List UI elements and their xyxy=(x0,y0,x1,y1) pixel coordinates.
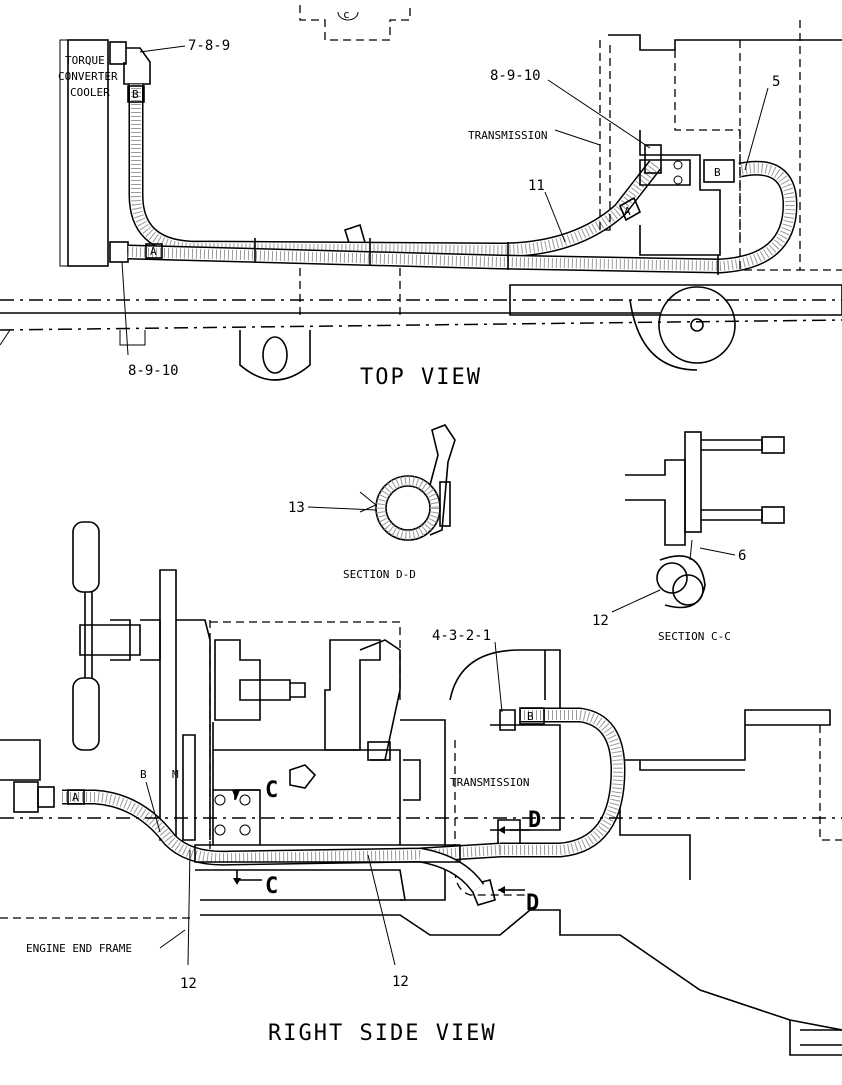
port-tag-b-trans: B xyxy=(714,166,721,179)
callout-6: 6 xyxy=(738,548,746,564)
side-frame-channel xyxy=(194,844,461,863)
engine-block xyxy=(209,620,446,901)
transmission-label-top: TRANSMISSION xyxy=(468,129,547,142)
cooler-upper-fitting xyxy=(109,41,127,65)
hose-clamps xyxy=(254,238,719,275)
top-view-title: TOP VIEW xyxy=(360,365,482,390)
port-tag-a-trans: A xyxy=(624,205,631,218)
transmission-label-side: TRANSMISSION xyxy=(450,776,529,789)
right-side-view: A B B M C C D D 4 xyxy=(0,521,842,1056)
hose-right-side xyxy=(62,707,626,893)
fan xyxy=(72,521,161,751)
port-tag-a-side: A xyxy=(72,791,79,804)
section-markers xyxy=(232,789,530,894)
engine-end-frame-label: ENGINE END FRAME xyxy=(26,942,132,955)
section-mark-d-top: D xyxy=(528,808,541,833)
transmission-top: B A xyxy=(599,20,842,271)
section-d-d: 13 SECTION D-D xyxy=(288,424,456,581)
section-dd-clip xyxy=(429,424,456,536)
port-tag-a-cooler: A xyxy=(150,245,157,258)
section-mark-d-bottom: D xyxy=(526,891,539,916)
callout-8-9-10-bottom: 8-9-10 xyxy=(128,363,179,379)
right-side-view-title: RIGHT SIDE VIEW xyxy=(268,1021,497,1046)
top-view: c TORQUE CONVERTER COOLER xyxy=(0,5,842,390)
section-mark-c-bottom: C xyxy=(265,874,278,899)
callout-11: 11 xyxy=(528,178,545,194)
section-c-c-title: SECTION C-C xyxy=(658,630,731,643)
callout-12-section-cc: 12 xyxy=(592,613,609,629)
callout-5: 5 xyxy=(772,74,780,90)
cooler-label-line1: TORQUE xyxy=(65,54,105,67)
fan-pulley xyxy=(159,569,177,841)
port-tag-b-side: B xyxy=(527,710,534,723)
callout-4-3-2-1: 4-3-2-1 xyxy=(432,628,491,644)
cooler-label-line3: COOLER xyxy=(70,86,110,99)
section-c-c: 6 12 SECTION C-C xyxy=(592,431,785,643)
callout-12-left: 12 xyxy=(180,976,197,992)
side-frame-lower xyxy=(200,909,842,1031)
svg-text:c: c xyxy=(343,8,350,21)
cooler-lower-fitting xyxy=(109,241,129,263)
port-tag-b-small: B xyxy=(140,768,147,781)
section-d-d-title: SECTION D-D xyxy=(343,568,416,581)
callout-8-9-10-top: 8-9-10 xyxy=(490,68,541,84)
upper-bracket-outline xyxy=(299,5,411,41)
section-cc-hose-2 xyxy=(672,574,704,606)
upper-bracket-hole xyxy=(337,11,359,21)
transmission-side xyxy=(454,709,842,906)
section-mark-c-top: C xyxy=(265,778,278,803)
port-tag-m: M xyxy=(172,768,179,781)
transmission-fitting-top xyxy=(644,144,662,174)
cooler-outlet-fitting xyxy=(13,781,39,813)
frame-lower-bracket xyxy=(239,330,311,381)
hose-5 xyxy=(127,160,798,274)
section-cc-hose-1 xyxy=(656,562,688,594)
frame-wheel xyxy=(509,284,842,371)
port-tag-b-cooler: B xyxy=(132,88,139,101)
flywheel-housing xyxy=(449,649,546,701)
callout-7-8-9: 7-8-9 xyxy=(188,38,230,54)
hose-11 xyxy=(128,84,661,258)
callout-12-right: 12 xyxy=(392,974,409,990)
callout-13: 13 xyxy=(288,500,305,516)
cooler-label-line2: CONVERTER xyxy=(58,70,118,83)
